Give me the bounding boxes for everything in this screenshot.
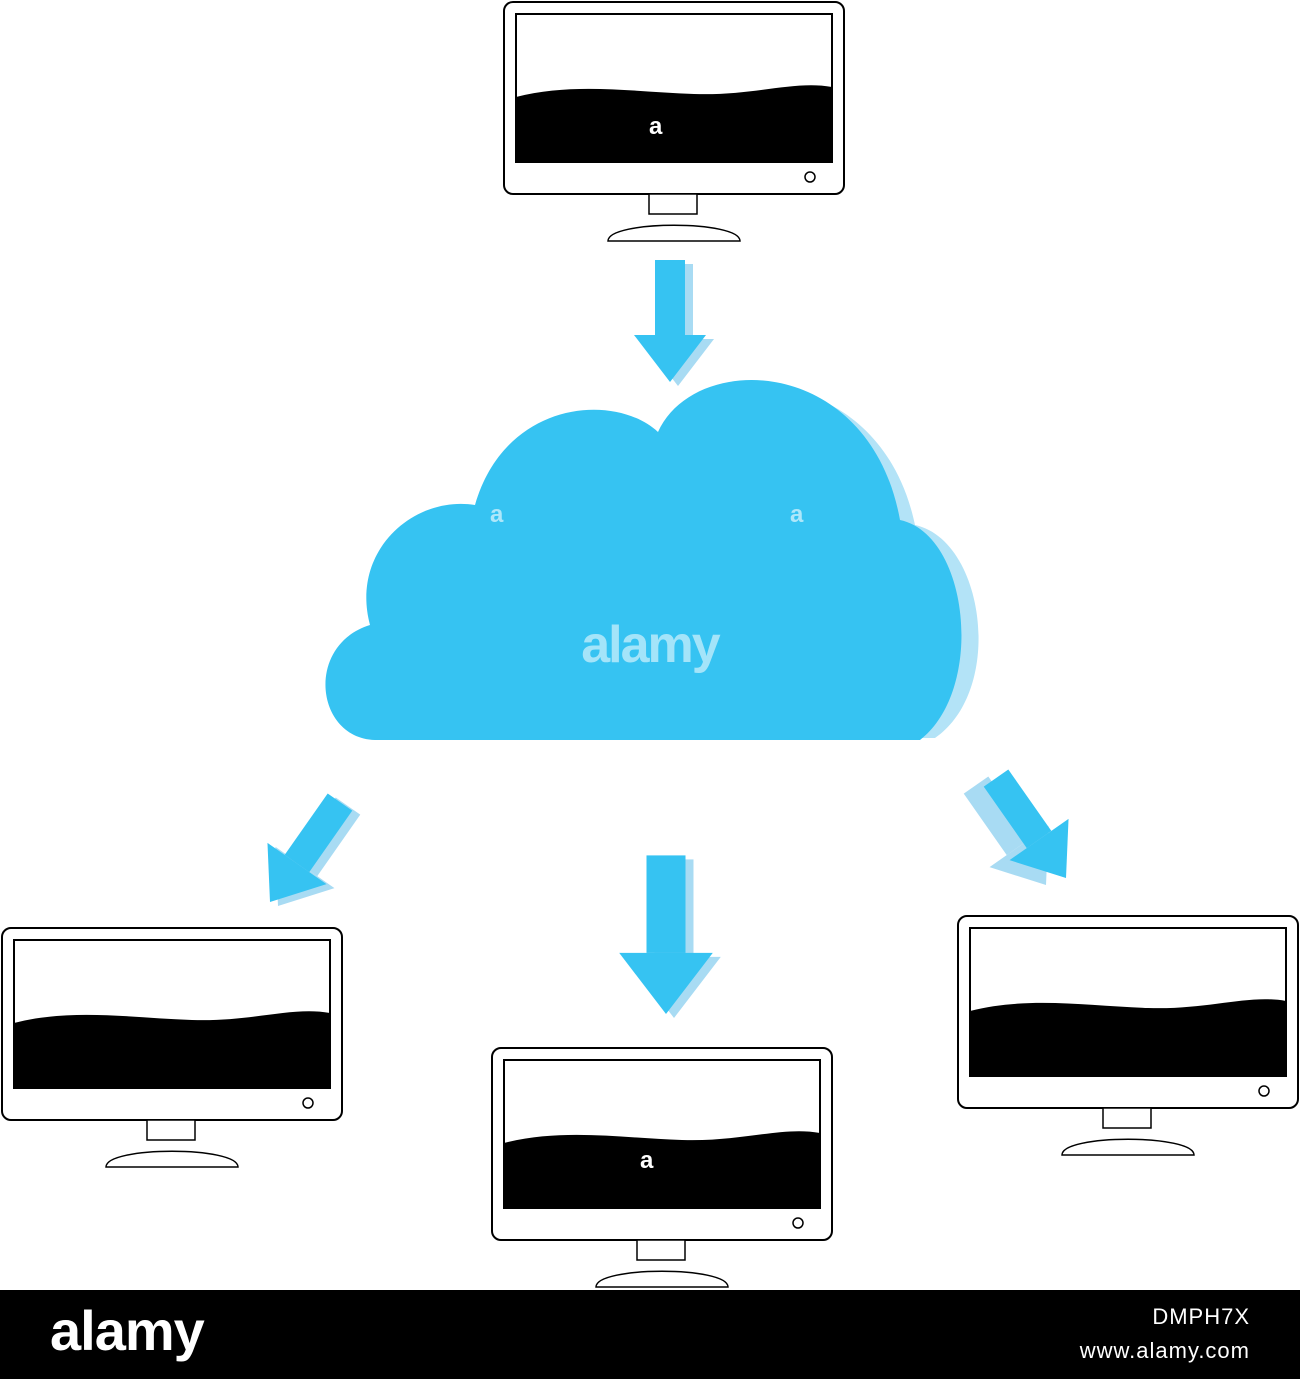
monitor-bottom-left bbox=[1, 927, 343, 1168]
arrow-cloud-to-bottom-right bbox=[946, 757, 1096, 906]
stock-footer-bar: alamy DMPH7X www.alamy.com bbox=[0, 1290, 1300, 1379]
image-id: DMPH7X bbox=[1152, 1304, 1250, 1329]
monitor-bottom-right bbox=[957, 915, 1299, 1156]
monitor-top: a bbox=[503, 1, 845, 242]
arrow-cloud-to-bottom-left bbox=[240, 781, 378, 927]
cloud-icon: a a alamy bbox=[325, 380, 979, 740]
cloud-distribution-diagram: a a a alamy a bbox=[1, 1, 1299, 1288]
site-url: www.alamy.com bbox=[1079, 1338, 1250, 1363]
arrow-top-to-cloud bbox=[634, 260, 714, 386]
alamy-logo: alamy bbox=[50, 1299, 205, 1362]
watermark-mark: a bbox=[640, 1147, 654, 1174]
cloud-body bbox=[325, 380, 962, 740]
watermark-mark: a bbox=[790, 501, 804, 528]
watermark-mark: a bbox=[490, 501, 504, 528]
cloud-label: alamy bbox=[581, 616, 721, 674]
watermark-mark: a bbox=[649, 113, 663, 140]
monitor-bottom-center: a bbox=[491, 1047, 833, 1288]
arrow-cloud-to-bottom-center bbox=[619, 855, 721, 1018]
